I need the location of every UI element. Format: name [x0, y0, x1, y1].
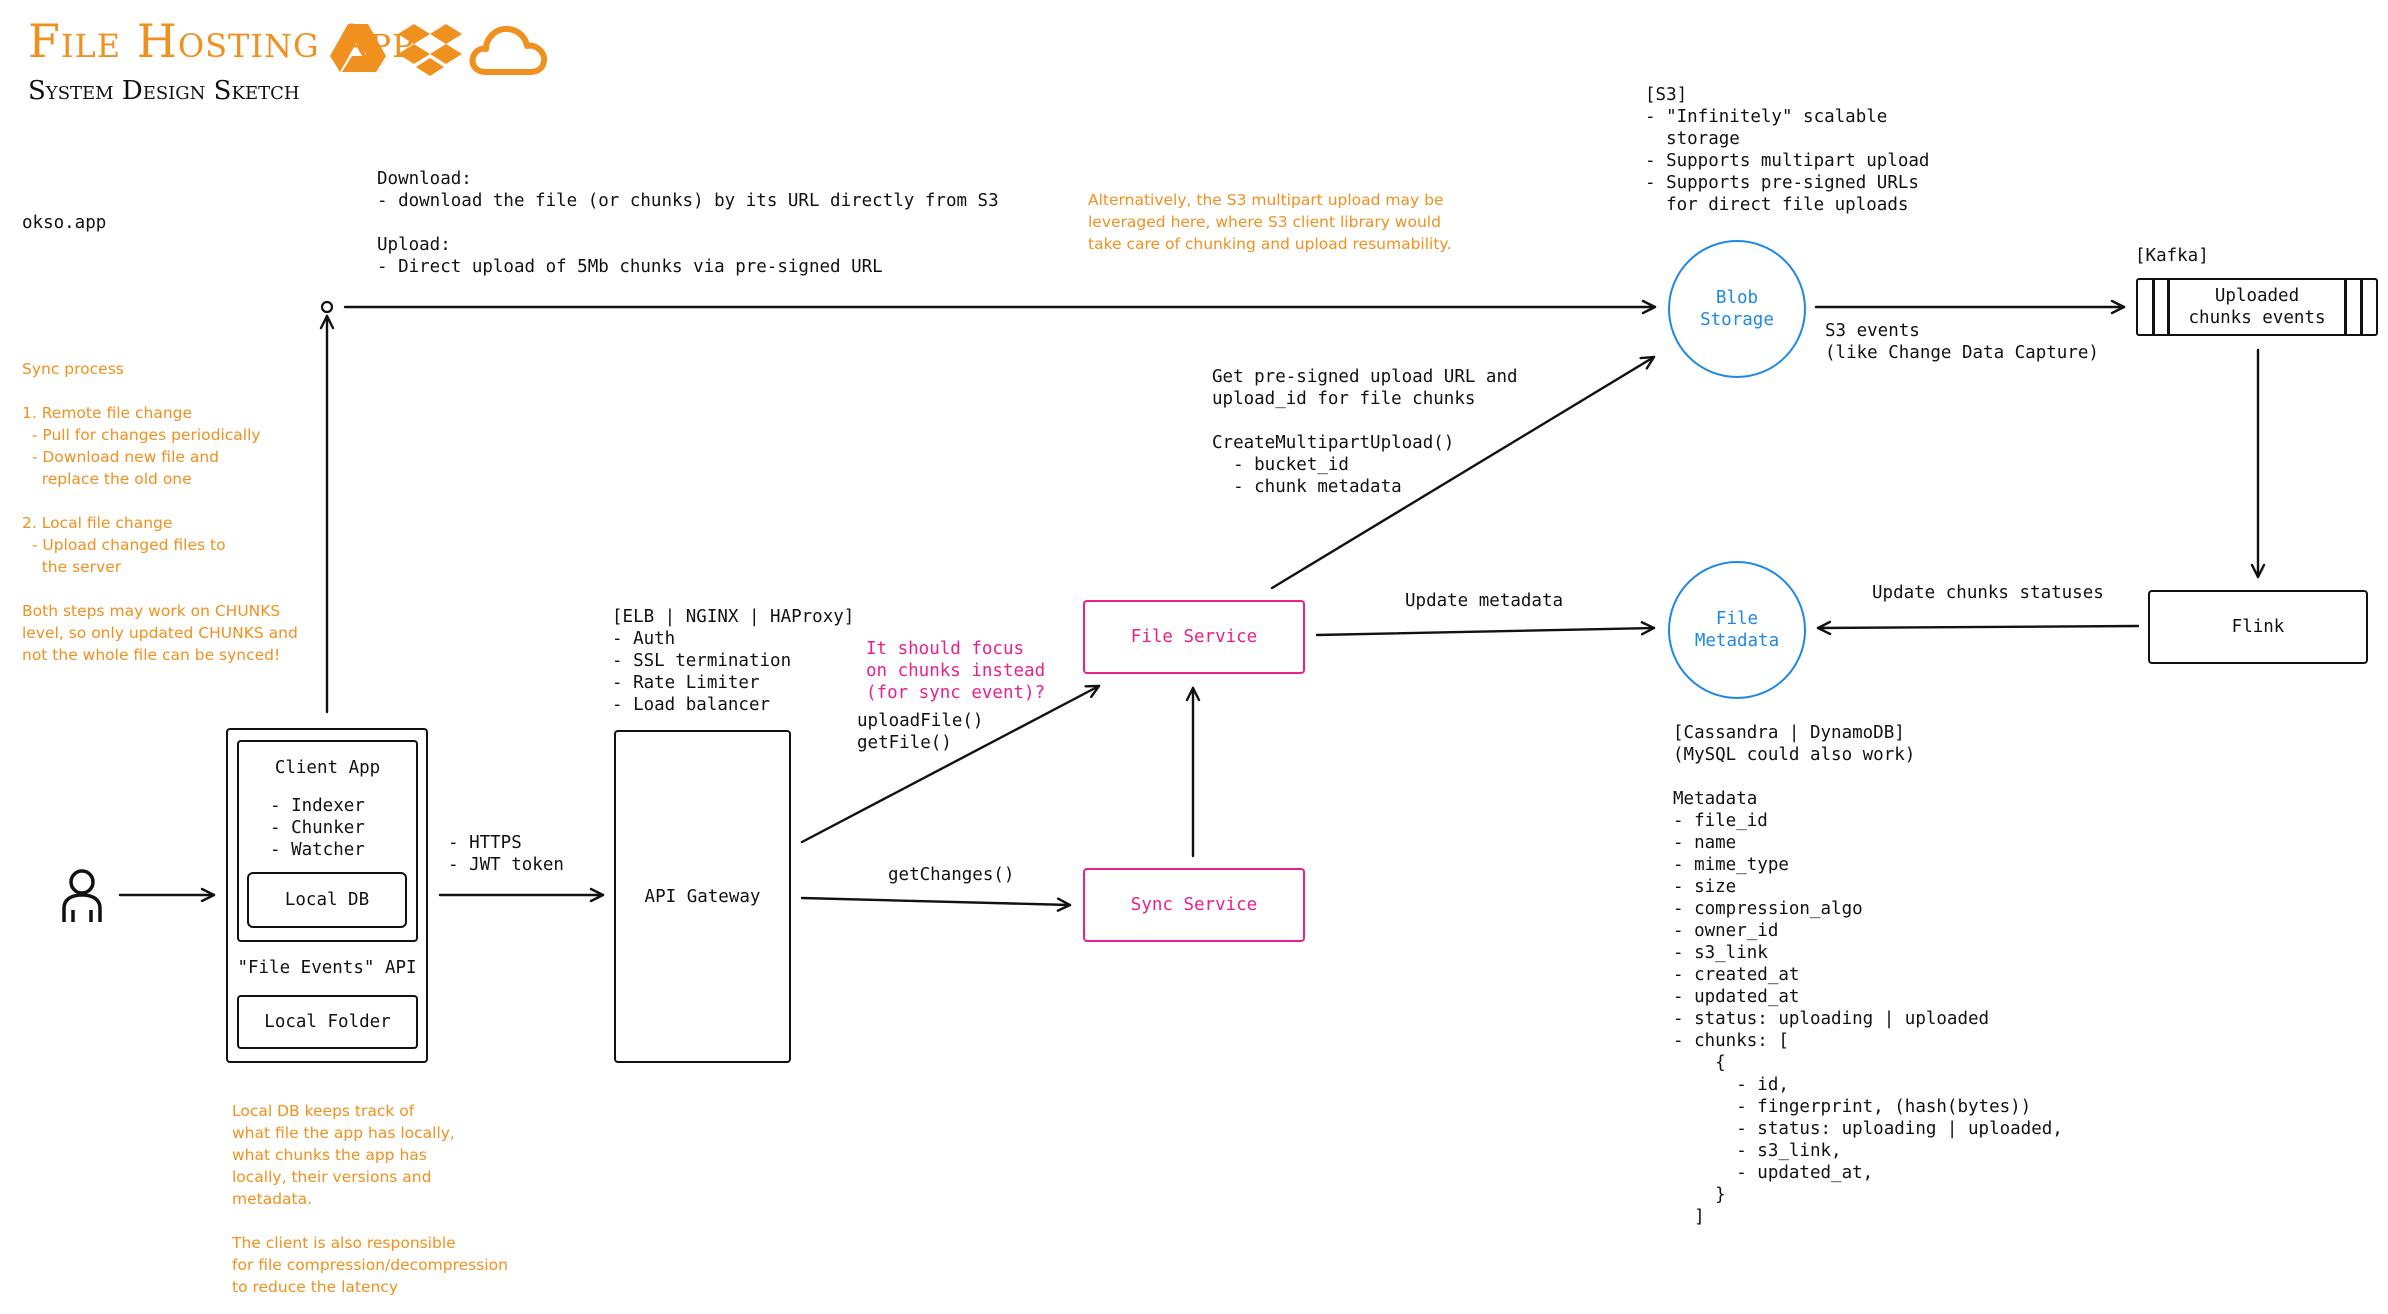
junction-dot — [320, 300, 334, 314]
kafka-queue-slot-left-b — [2167, 280, 2170, 334]
cloud-icon — [469, 25, 548, 75]
client-app-title: Client App — [274, 758, 381, 778]
update-chunks-label: Update chunks statuses — [1872, 583, 2104, 603]
kafka-queue-slot-left-a — [2152, 280, 2155, 334]
download-upload-note: Download: - download the file (or chunks… — [377, 169, 999, 277]
kafka-label: [Kafka] — [2135, 246, 2209, 266]
user-icon — [62, 869, 102, 922]
kafka-queue-slot-right-b — [2360, 280, 2363, 334]
kafka-queue-slot-right-a — [2344, 280, 2347, 334]
google-drive-icon — [330, 24, 386, 72]
arrow-flink-metadata — [1816, 620, 2140, 636]
focus-question: It should focus on chunks instead (for s… — [866, 639, 1046, 703]
arrow-gateway-sync-service — [800, 896, 1072, 912]
https-label: - HTTPS - JWT token — [448, 833, 564, 875]
upload-get-label: uploadFile() getFile() — [857, 711, 984, 753]
file-service-box: File Service — [1083, 600, 1305, 674]
api-gateway-box: API Gateway — [614, 730, 791, 1063]
file-events-api-label: "File Events" API — [237, 958, 417, 978]
kafka-queue-label: Uploaded chunks events — [2188, 286, 2326, 328]
arrow-file-service-blob — [1270, 355, 1656, 590]
sync-process-note: Sync process 1. Remote file change - Pul… — [22, 360, 298, 664]
metadata-store-note: [Cassandra | DynamoDB] (MySQL could also… — [1673, 723, 2063, 1227]
presigned-label: Get pre-signed upload URL and upload_id … — [1212, 367, 1518, 497]
arrow-file-service-metadata — [1315, 621, 1656, 637]
local-folder-box: Local Folder — [237, 995, 418, 1049]
get-changes-label: getChanges() — [888, 865, 1015, 885]
flink-box: Flink — [2148, 590, 2368, 664]
blob-storage-node: Blob Storage — [1668, 240, 1806, 378]
site-label: okso.app — [22, 213, 107, 233]
app-subtitle: System Design Sketch — [28, 76, 300, 106]
client-app-modules: - Indexer - Chunker - Watcher — [270, 796, 365, 860]
local-db-note: Local DB keeps track of what file the ap… — [232, 1102, 508, 1296]
update-metadata-label: Update metadata — [1405, 591, 1564, 611]
multipart-note: Alternatively, the S3 multipart upload m… — [1088, 191, 1452, 253]
dropbox-icon — [398, 24, 462, 76]
s3-note: [S3] - "Infinitely" scalable storage - S… — [1645, 85, 1930, 215]
gateway-note: [ELB | NGINX | HAProxy] - Auth - SSL ter… — [612, 607, 855, 715]
arrow-gateway-file-service — [800, 684, 1101, 844]
sync-service-box: Sync Service — [1083, 868, 1305, 942]
kafka-queue-box — [2136, 278, 2378, 336]
s3-events-label: S3 events (like Change Data Capture) — [1825, 321, 2099, 363]
local-db-box: Local DB — [247, 872, 407, 928]
file-metadata-node: File Metadata — [1668, 561, 1806, 699]
